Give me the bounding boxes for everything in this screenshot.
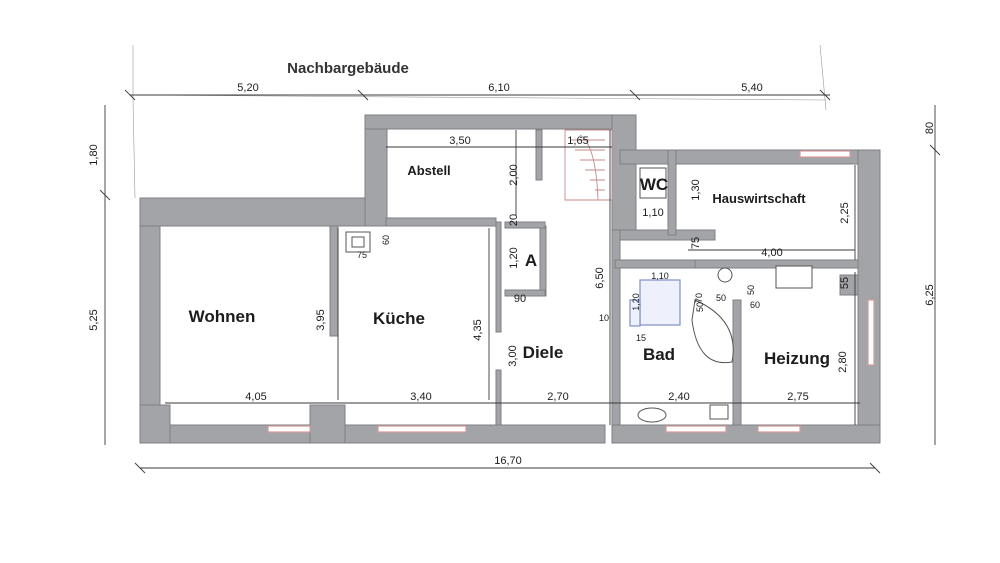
dim-wohnen-w: 4,05 — [245, 391, 266, 403]
dim-bottom-total: 16,70 — [494, 455, 522, 467]
dim-wc-w: 1,10 — [642, 207, 663, 219]
dim-hw-75: 75 — [690, 237, 702, 249]
dim-a-w: 90 — [514, 293, 526, 305]
dim-15: 15 — [636, 333, 646, 343]
dim-abstell-w: 3,50 — [449, 135, 470, 147]
sink-icon — [709, 404, 729, 420]
dim-hw-h: 2,25 — [839, 202, 851, 223]
room-label-bad: Bad — [643, 345, 675, 364]
dim-abstell-h: 2,00 — [508, 164, 520, 185]
dim-50a: 50 — [716, 293, 726, 303]
dim-top-2: 6,10 — [488, 82, 509, 94]
dim-wohnen-h: 3,95 — [315, 309, 327, 330]
room-label-wohnen: Wohnen — [189, 307, 256, 326]
dim-stair-w: 1,65 — [567, 135, 588, 147]
dim-kueche-h: 4,35 — [472, 319, 484, 340]
shower — [639, 279, 681, 326]
dim-55: 55 — [839, 277, 851, 289]
room-label-heizung: Heizung — [764, 349, 830, 368]
windows — [267, 150, 875, 433]
dim-top-1: 5,20 — [237, 82, 258, 94]
staircase — [564, 129, 613, 201]
room-label-hauswirtschaft: Hauswirtschaft — [712, 191, 806, 206]
dim-left-1: 1,80 — [88, 144, 100, 165]
dim-a-h: 1,20 — [508, 247, 520, 268]
dim-heiz-h: 2,80 — [837, 351, 849, 372]
dim-chimney-75: 75 — [357, 250, 367, 260]
dim-60: 60 — [750, 300, 760, 310]
dim-bad-110: 1,10 — [651, 271, 669, 281]
dim-right-2: 6,25 — [924, 284, 936, 305]
dim-diele-650: 6,50 — [594, 267, 606, 288]
dim-heiz-w: 2,75 — [787, 391, 808, 403]
dim-top-3: 5,40 — [741, 82, 762, 94]
dim-chimney-60: 60 — [381, 235, 391, 245]
room-label-kueche: Küche — [373, 309, 425, 328]
dim-diele-h: 3,00 — [507, 345, 519, 366]
room-label-abstell: Abstell — [407, 163, 450, 178]
dim-right-1: 80 — [924, 122, 936, 134]
dim-wc-h: 1,30 — [690, 179, 702, 200]
room-label-wc: WC — [640, 175, 668, 194]
room-label-a: A — [525, 251, 537, 270]
wc-bowl-icon — [637, 407, 667, 423]
neighbour-building-label: Nachbargebäude — [287, 60, 409, 77]
dim-left-2: 5,25 — [88, 309, 100, 330]
dim-diele-w: 2,70 — [547, 391, 568, 403]
wc-toilet-icon — [639, 167, 667, 199]
dimension-lines — [99, 89, 941, 474]
dim-20: 20 — [508, 214, 520, 226]
kitchen-sink-icon — [775, 265, 813, 289]
dim-50c: 50 — [695, 302, 705, 312]
dimension-labels-vertical: 1,80 5,25 80 6,25 2,00 1,30 2,25 75 20 1… — [88, 122, 936, 373]
neighbour-building — [132, 44, 827, 199]
dim-bad-120: 1,20 — [631, 293, 641, 311]
dim-hw-w: 4,00 — [761, 247, 782, 259]
dim-10: 10 — [599, 313, 609, 323]
fixtures — [345, 167, 813, 423]
room-label-diele: Diele — [523, 343, 564, 362]
boiler-icon — [717, 267, 733, 283]
dim-bad-w: 2,40 — [668, 391, 689, 403]
dimension-labels: 5,20 6,10 5,40 16,70 3,50 1,65 1,10 4,00… — [237, 82, 808, 467]
walls — [139, 114, 881, 444]
dim-70: 70 — [694, 293, 704, 303]
dim-50b: 50 — [746, 285, 756, 295]
bathtub-icon — [691, 299, 734, 364]
dim-kueche-w: 3,40 — [410, 391, 431, 403]
